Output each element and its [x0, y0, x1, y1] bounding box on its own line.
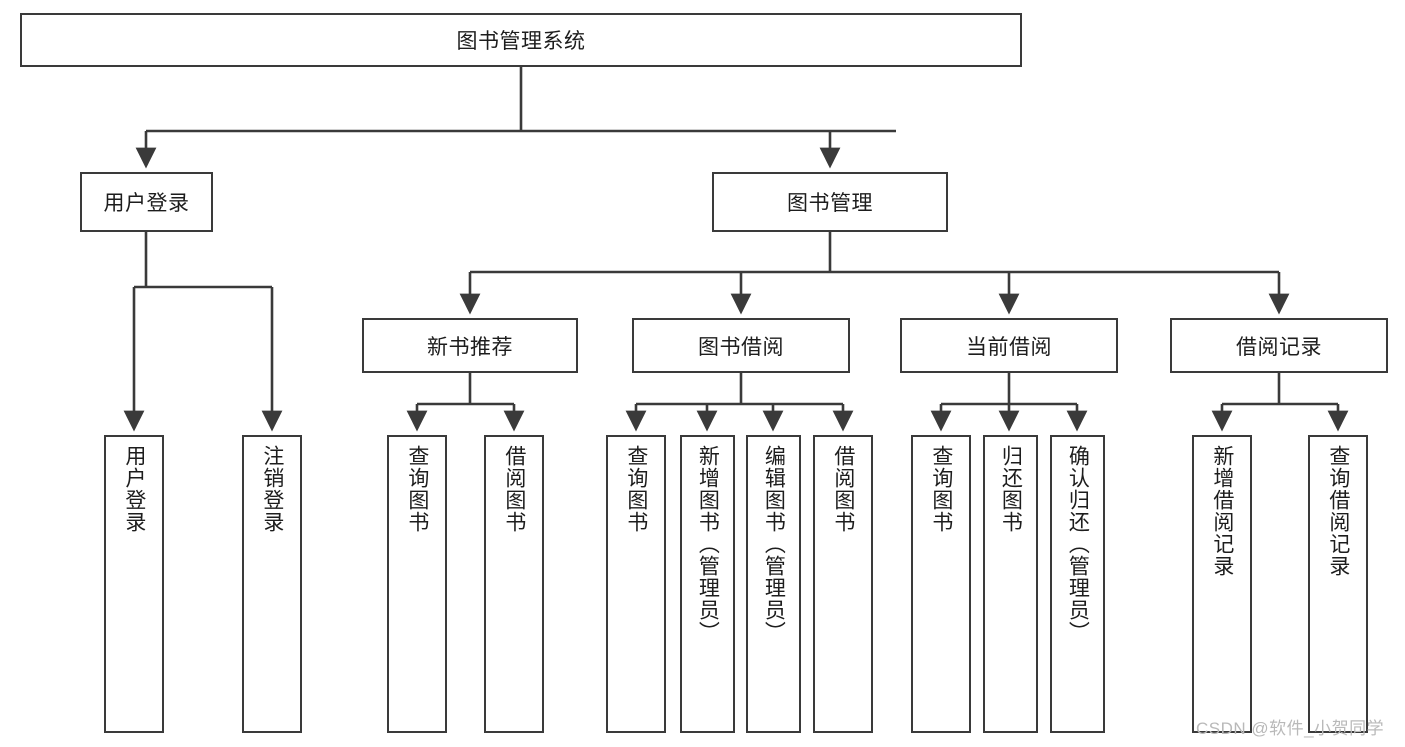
node-leaf-add-borrow-record-label: 新增借阅记录	[1210, 445, 1234, 577]
node-leaf-confirm-return-label: 确认归还（管理员）	[1066, 445, 1090, 643]
node-leaf-borrow-book-2-label: 借阅图书	[831, 445, 855, 533]
node-leaf-add-book-label: 新增图书（管理员）	[696, 445, 720, 643]
node-leaf-add-book[interactable]: 新增图书（管理员）	[680, 435, 735, 733]
node-leaf-borrow-book-2[interactable]: 借阅图书	[813, 435, 873, 733]
node-leaf-logout-login[interactable]: 注销登录	[242, 435, 302, 733]
node-current-borrow[interactable]: 当前借阅	[900, 318, 1118, 373]
node-book-management-label: 图书管理	[787, 192, 873, 215]
node-leaf-add-borrow-record[interactable]: 新增借阅记录	[1192, 435, 1252, 733]
csdn-watermark: CSDN @软件_小贺同学	[1196, 719, 1385, 738]
node-book-borrow[interactable]: 图书借阅	[632, 318, 850, 373]
node-leaf-return-book-label: 归还图书	[999, 445, 1023, 533]
node-leaf-query-book-3[interactable]: 查询图书	[911, 435, 971, 733]
node-leaf-query-borrow-record-label: 查询借阅记录	[1326, 445, 1350, 577]
node-user-login-label: 用户登录	[103, 192, 190, 215]
node-new-book-recommend[interactable]: 新书推荐	[362, 318, 578, 373]
node-leaf-query-book-3-label: 查询图书	[929, 445, 953, 533]
node-leaf-logout-login-label: 注销登录	[260, 445, 284, 533]
node-leaf-user-login[interactable]: 用户登录	[104, 435, 164, 733]
node-borrow-record-label: 借阅记录	[1236, 335, 1322, 359]
node-root[interactable]: 图书管理系统	[20, 13, 1022, 67]
node-leaf-query-book-1-label: 查询图书	[405, 445, 429, 533]
node-user-login[interactable]: 用户登录	[80, 172, 213, 232]
node-leaf-query-borrow-record[interactable]: 查询借阅记录	[1308, 435, 1368, 733]
node-leaf-return-book[interactable]: 归还图书	[983, 435, 1038, 733]
node-current-borrow-label: 当前借阅	[966, 335, 1052, 359]
node-leaf-query-book-1[interactable]: 查询图书	[387, 435, 447, 733]
node-leaf-confirm-return[interactable]: 确认归还（管理员）	[1050, 435, 1105, 733]
node-root-label: 图书管理系统	[456, 30, 586, 53]
node-leaf-query-book-2[interactable]: 查询图书	[606, 435, 666, 733]
node-borrow-record[interactable]: 借阅记录	[1170, 318, 1388, 373]
node-book-borrow-label: 图书借阅	[698, 335, 784, 359]
node-leaf-edit-book[interactable]: 编辑图书（管理员）	[746, 435, 801, 733]
node-leaf-query-book-2-label: 查询图书	[624, 445, 648, 533]
node-leaf-user-login-label: 用户登录	[122, 445, 146, 533]
node-book-management[interactable]: 图书管理	[712, 172, 948, 232]
node-leaf-edit-book-label: 编辑图书（管理员）	[762, 445, 786, 643]
node-new-book-recommend-label: 新书推荐	[427, 335, 513, 359]
node-leaf-borrow-book-1[interactable]: 借阅图书	[484, 435, 544, 733]
node-leaf-borrow-book-1-label: 借阅图书	[502, 445, 526, 533]
